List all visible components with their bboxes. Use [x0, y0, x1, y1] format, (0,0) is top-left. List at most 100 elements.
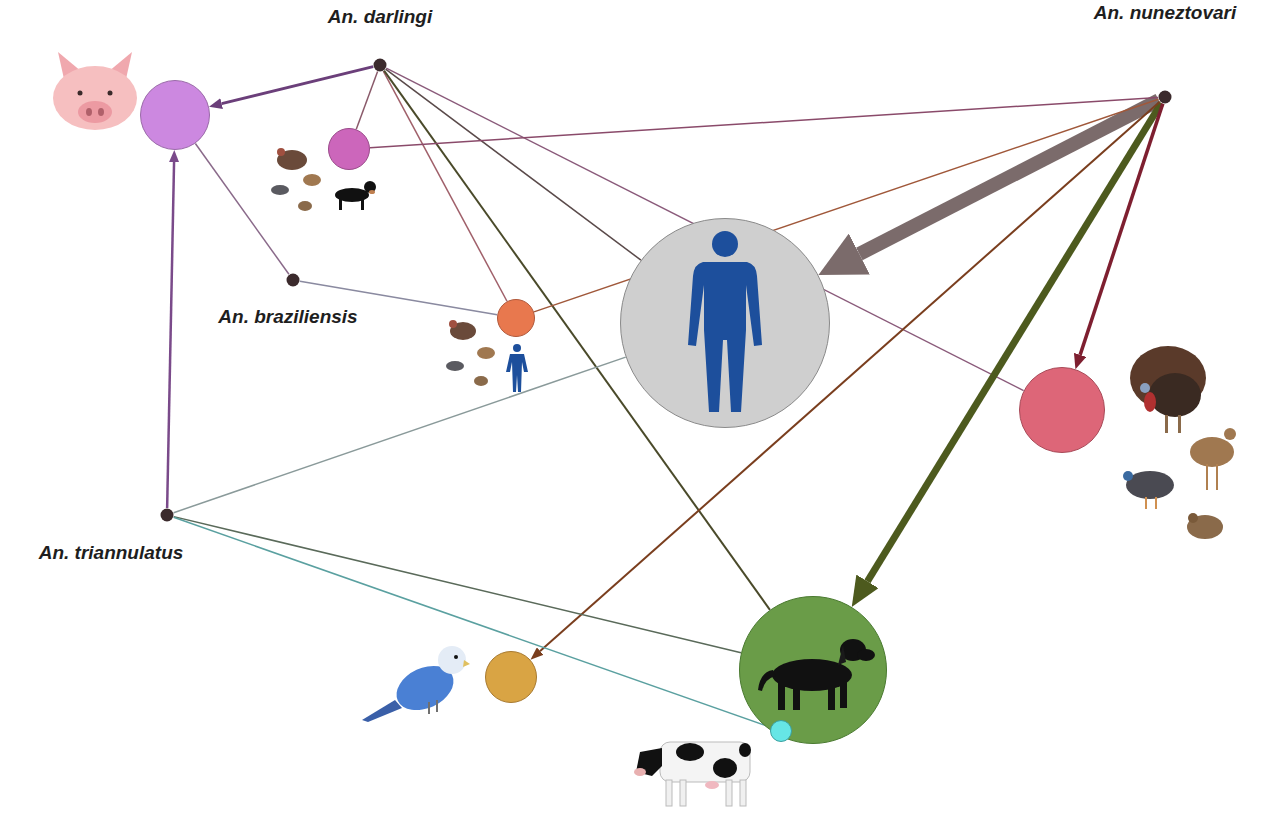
illustration-shape [58, 52, 82, 88]
illustration-shape [463, 660, 470, 667]
illustration-shape [1216, 464, 1218, 490]
illustration-shape [339, 199, 342, 210]
feeding-link [174, 517, 771, 727]
illustration-shape [1187, 515, 1223, 539]
circle-outline [485, 651, 537, 703]
feeding-link [174, 357, 626, 513]
poultry-dog-icon [271, 148, 376, 211]
dog-icon [758, 639, 875, 710]
illustration-shape [1224, 428, 1236, 440]
illustration-shape [449, 320, 457, 328]
species-label: An. triannulatus [37, 542, 186, 565]
cow-icon [634, 742, 751, 806]
circle-fill [771, 721, 792, 742]
feeding-link [540, 102, 1160, 651]
feeding-link [383, 71, 507, 301]
illustration-shape [1145, 497, 1147, 509]
feeding-link [356, 72, 377, 130]
circle-fill [329, 129, 370, 170]
species-label: An. darlingi [326, 6, 435, 29]
illustration-shape [660, 742, 750, 782]
illustration-shape [840, 678, 847, 708]
illustration-shape [828, 682, 835, 710]
illustration-shape [857, 649, 875, 661]
pig-icon [53, 52, 137, 130]
illustration-shape [1206, 464, 1208, 490]
illustration-shape [53, 66, 137, 130]
circle-fill [486, 652, 537, 703]
feeding-link [867, 103, 1161, 581]
circle-fill [621, 219, 830, 428]
illustration-shape [513, 344, 521, 352]
illustration-shape [477, 347, 495, 359]
illustration-shape [1190, 437, 1234, 467]
feeding-link [222, 67, 374, 104]
illustration-shape [450, 322, 476, 340]
illustration-shape [712, 231, 738, 257]
species-dot: An. triannulatus [160, 508, 174, 522]
illustration-shape [303, 174, 321, 186]
illustration-shape [739, 743, 751, 757]
circle-fill [1020, 368, 1105, 453]
host-circle [1019, 367, 1105, 453]
illustration-shape [454, 655, 458, 659]
circle-outline [286, 273, 300, 287]
illustration-shape [1144, 392, 1156, 412]
illustration-shape [108, 91, 113, 96]
circle-fill [1159, 91, 1172, 104]
circle-fill [498, 300, 535, 337]
illustration-shape [636, 748, 662, 776]
species-dot: An. braziliensis [286, 273, 300, 287]
feeding-link [174, 517, 741, 653]
illustration-shape [369, 190, 375, 194]
circle-fill [161, 509, 174, 522]
illustration-shape [108, 52, 132, 88]
illustration-shape [436, 700, 438, 712]
illustration-shape [680, 780, 686, 806]
species-dot: An. darlingi [373, 58, 387, 72]
illustration-shape [688, 262, 762, 412]
feeding-link [195, 143, 289, 274]
illustration-shape [1155, 497, 1157, 509]
illustration-shape [277, 150, 307, 170]
circle-outline [1158, 90, 1172, 104]
illustration-shape [277, 148, 285, 156]
circle-fill [287, 274, 300, 287]
illustration-shape [335, 188, 369, 202]
illustration-shape [474, 376, 488, 386]
circle-fill [374, 59, 387, 72]
illustration-shape [389, 657, 460, 719]
circle-outline [160, 508, 174, 522]
circle-outline [770, 720, 792, 742]
illustration-shape [1123, 471, 1133, 481]
illustration-shape [1188, 513, 1198, 523]
circle-outline [1019, 367, 1105, 453]
illustration-shape [1178, 415, 1181, 433]
illustration-shape [86, 108, 92, 116]
illustration-shape [298, 201, 312, 211]
illustration-shape [713, 758, 737, 778]
species-label: An. nuneztovari [1092, 2, 1239, 25]
illustration-shape [838, 645, 846, 665]
feeding-link [534, 99, 1158, 312]
circle-outline [620, 218, 830, 428]
illustration-shape [98, 108, 104, 116]
feeding-link [386, 69, 641, 260]
circle-fill [740, 597, 887, 744]
host-circle [485, 651, 537, 703]
host-circle [620, 218, 830, 428]
illustration-shape [676, 743, 704, 761]
budgie-icon [362, 646, 470, 722]
illustration-shape [778, 682, 785, 710]
feeding-link [167, 162, 174, 508]
illustration-shape [840, 639, 866, 661]
host-circle [328, 128, 370, 170]
circle-outline [373, 58, 387, 72]
illustration-shape [438, 646, 466, 674]
illustration-shape [758, 670, 776, 691]
species-dot: An. nuneztovari [1158, 90, 1172, 104]
illustration-shape [1165, 415, 1168, 433]
poultry-icon [1123, 346, 1236, 539]
